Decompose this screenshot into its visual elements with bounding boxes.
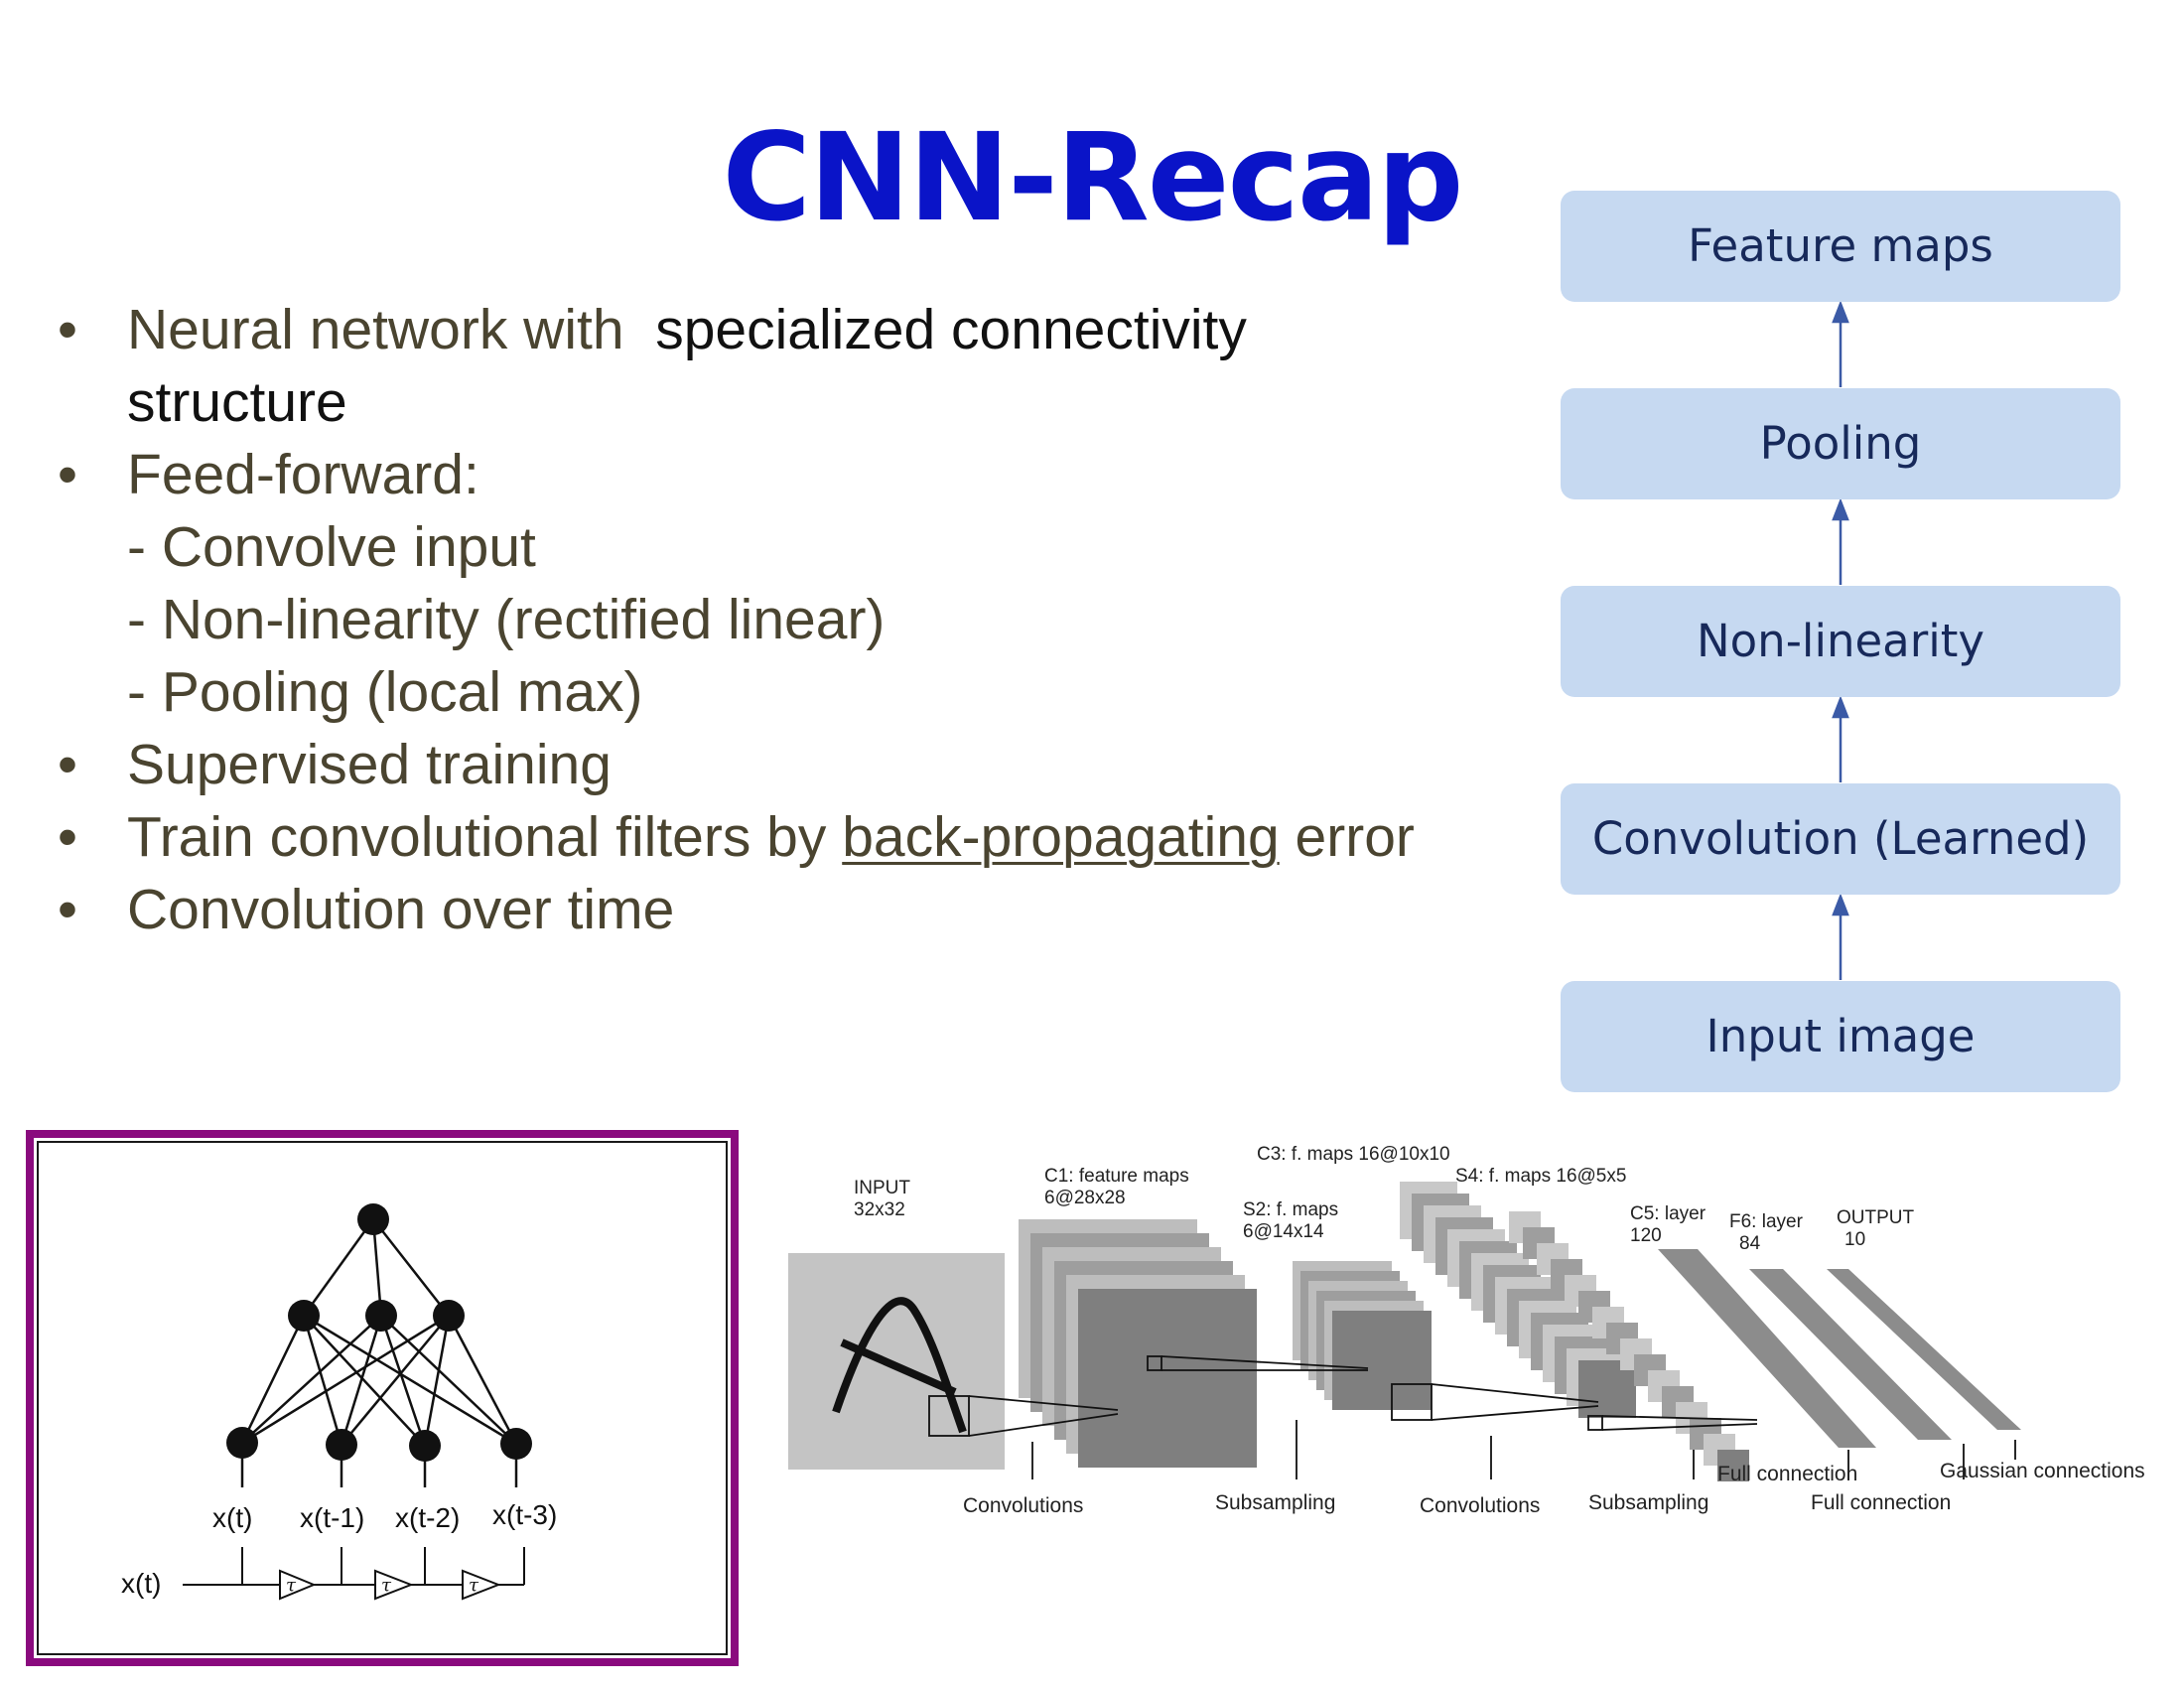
- label-c5-size: 120: [1630, 1225, 1662, 1246]
- label-convolutions-1: Convolutions: [963, 1494, 1083, 1517]
- hidden-neuron: [433, 1300, 465, 1332]
- bullet-text: Feed-forward:: [127, 443, 479, 506]
- label-input: INPUT: [854, 1178, 910, 1198]
- label-full-connection-1: Full connection: [1717, 1463, 1857, 1485]
- bullet-item: • Feed-forward:: [58, 439, 1527, 511]
- label-convolutions-2: Convolutions: [1420, 1494, 1540, 1517]
- c1-feature-maps: [1019, 1219, 1257, 1468]
- input-neuron: [226, 1427, 258, 1459]
- sub-item: - Pooling (local max): [127, 660, 643, 724]
- output-neuron: [357, 1203, 389, 1235]
- delay-element: [462, 1569, 501, 1601]
- pipeline-arrows: [1832, 300, 1849, 980]
- backprop-link[interactable]: back-propagating: [842, 805, 1280, 869]
- delay-line-input-label: x(t): [121, 1568, 161, 1599]
- bullet-continuation: structure: [127, 370, 347, 434]
- lenet-figure: INPUT 32x32 C1: feature maps 6@28x28 S2:…: [788, 1144, 2145, 1517]
- sub-item: - Non-linearity (rectified linear): [127, 588, 886, 651]
- delay-symbol: τ: [286, 1575, 297, 1596]
- label-c3: C3: f. maps 16@10x10: [1257, 1144, 1450, 1165]
- sub-item: - Convolve input: [127, 515, 536, 579]
- arrow-head: [1832, 893, 1849, 916]
- pipeline-box-pooling: Pooling: [1561, 388, 2120, 499]
- bullet-text: Supervised training: [127, 733, 612, 796]
- label-gaussian-connections: Gaussian connections: [1940, 1460, 2145, 1482]
- bullet-dot: •: [58, 443, 77, 506]
- bullet-list: • Neural network with specialized connec…: [58, 294, 1527, 946]
- label-subsampling-2: Subsampling: [1588, 1491, 1708, 1514]
- input-label: x(t-3): [492, 1499, 557, 1530]
- label-c1-size: 6@28x28: [1044, 1188, 1126, 1208]
- f6-layer: [1749, 1269, 1952, 1440]
- delay-symbol: τ: [469, 1575, 479, 1596]
- bullet-dot: •: [58, 805, 77, 869]
- bullet-item: • Neural network with specialized connec…: [58, 294, 1527, 366]
- c5-layer: [1658, 1249, 1876, 1448]
- bullet-text-emphasis: specialized connectivity: [655, 298, 1247, 361]
- bullet-dot: •: [58, 733, 77, 796]
- hidden-neuron: [365, 1300, 397, 1332]
- input-neuron: [326, 1429, 357, 1461]
- arrow-head: [1832, 497, 1849, 521]
- bullet-item: • Convolution over time: [58, 874, 1527, 946]
- delay-element: [374, 1569, 414, 1601]
- bullet-item: • Supervised training: [58, 729, 1527, 801]
- label-s4: S4: f. maps 16@5x5: [1455, 1166, 1626, 1187]
- pipeline-box-convolution: Convolution (Learned): [1561, 783, 2120, 895]
- label-output: OUTPUT: [1837, 1207, 1915, 1228]
- arrow-head: [1832, 695, 1849, 719]
- hidden-neuron: [288, 1300, 320, 1332]
- label-output-size: 10: [1844, 1229, 1865, 1250]
- input-neuron: [409, 1430, 441, 1462]
- pipeline-box-feature-maps: Feature maps: [1561, 191, 2120, 302]
- s4-feature-maps: [1509, 1211, 1749, 1481]
- output-layer: [1827, 1269, 2021, 1430]
- label-s2: S2: f. maps: [1243, 1199, 1338, 1220]
- arrow-head: [1832, 300, 1849, 324]
- c3-feature-maps: [1400, 1182, 1636, 1418]
- pipeline-box-input-image: Input image: [1561, 981, 2120, 1092]
- slide-title: CNN-Recap: [722, 107, 1463, 248]
- label-subsampling-1: Subsampling: [1215, 1491, 1335, 1514]
- label-s2-size: 6@14x14: [1243, 1221, 1324, 1242]
- label-full-connection-2: Full connection: [1811, 1491, 1951, 1514]
- bullet-dot: •: [58, 298, 77, 361]
- pipeline-box-nonlinearity: Non-linearity: [1561, 586, 2120, 697]
- input-neuron: [500, 1428, 532, 1460]
- bullet-dot: •: [58, 878, 77, 941]
- label-c5: C5: layer: [1630, 1203, 1706, 1224]
- label-f6-size: 84: [1739, 1233, 1761, 1254]
- input-label: x(t-2): [395, 1502, 460, 1533]
- delay-element: [279, 1569, 317, 1601]
- input-label: x(t): [212, 1502, 252, 1533]
- label-input-size: 32x32: [854, 1199, 905, 1220]
- label-f6: F6: layer: [1729, 1211, 1804, 1232]
- delay-symbol: τ: [381, 1575, 392, 1596]
- tdnn-figure: x(t) x(t-1) x(t-2) x(t-3) x(t) τ τ τ: [26, 1130, 739, 1666]
- bullet-text: Neural network with: [127, 298, 624, 361]
- bullet-text: Convolution over time: [127, 878, 675, 941]
- figure-inner-border: [37, 1141, 728, 1655]
- bullet-item: • Train convolutional filters by back-pr…: [58, 801, 1527, 874]
- bullet-text: error: [1295, 805, 1415, 869]
- s2-feature-maps: [1293, 1261, 1432, 1410]
- input-plane: [788, 1253, 1005, 1470]
- label-c1: C1: feature maps: [1044, 1166, 1189, 1187]
- input-label: x(t-1): [300, 1502, 364, 1533]
- bullet-text: Train convolutional filters by: [127, 805, 827, 869]
